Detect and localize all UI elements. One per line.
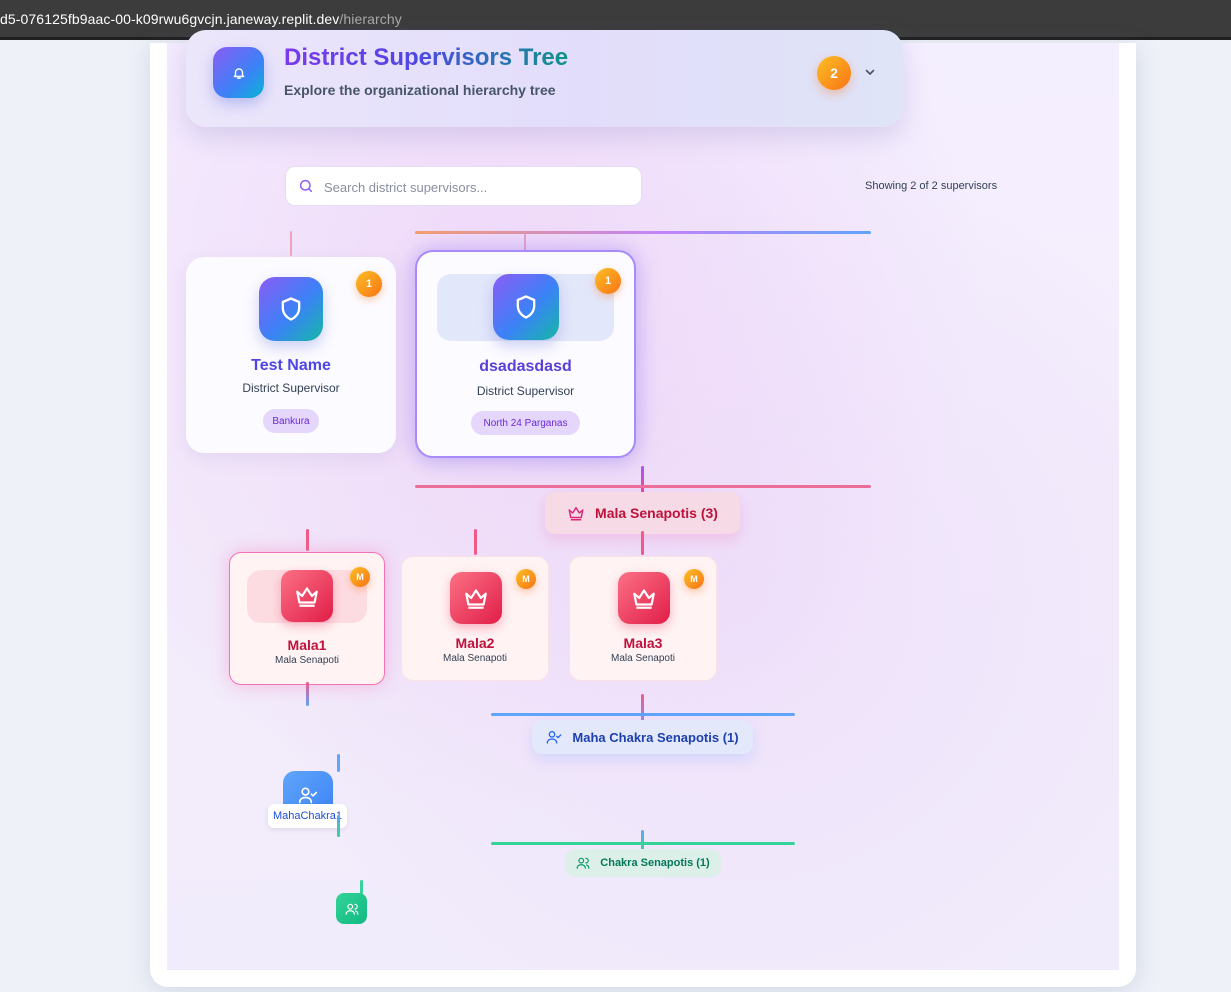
- shield-icon: [493, 274, 559, 340]
- supervisor-role: District Supervisor: [476, 384, 575, 398]
- page-subtitle: Explore the organizational hierarchy tre…: [284, 82, 556, 98]
- crown-icon: [450, 572, 502, 624]
- district-badge: North 24 Parganas: [471, 411, 580, 435]
- chevron-down-icon[interactable]: [864, 66, 876, 78]
- mala-role: Mala Senapoti: [611, 653, 675, 664]
- connector-line: [491, 713, 795, 716]
- crown-icon: [281, 570, 333, 622]
- mala-name: Mala1: [287, 637, 327, 653]
- supervisor-card[interactable]: 1 Test Name District Supervisor Bankura: [186, 257, 396, 453]
- results-count-text: Showing 2 of 2 supervisors: [865, 180, 998, 192]
- connector-line: [641, 466, 644, 494]
- search-box[interactable]: [285, 166, 642, 206]
- url-text[interactable]: d5-076125fb9aac-00-k09rwu6gvcjn.janeway.…: [0, 10, 402, 27]
- search-input[interactable]: [324, 176, 624, 198]
- mala-role: Mala Senapoti: [443, 653, 507, 664]
- mala-badge: M: [350, 567, 370, 587]
- connector-line: [306, 682, 309, 706]
- mala-badge: M: [516, 569, 536, 589]
- mala-group-text: Mala Senapotis (3): [595, 505, 718, 521]
- connector-line: [474, 529, 477, 555]
- mala-senapoti-card[interactable]: M Mala2 Mala Senapoti: [401, 556, 549, 681]
- crown-icon: [568, 507, 584, 521]
- maha-chakra-group-label[interactable]: Maha Chakra Senapotis (1): [532, 720, 753, 754]
- mala-role: Mala Senapoti: [275, 655, 339, 666]
- mala-senapoti-card[interactable]: M Mala3 Mala Senapoti: [569, 556, 717, 681]
- mala-name: Mala3: [623, 635, 663, 651]
- connector-line: [415, 231, 871, 234]
- mala-senapoti-card-selected[interactable]: M Mala1 Mala Senapoti: [229, 552, 385, 685]
- connector-line: [524, 234, 526, 252]
- chakra-group-text: Chakra Senapotis (1): [600, 857, 710, 869]
- connector-line: [641, 694, 644, 724]
- supervisor-card-selected[interactable]: 1 dsadasdasd District Supervisor North 2…: [415, 250, 636, 458]
- connector-line: [290, 231, 292, 256]
- children-count-badge: 1: [356, 271, 382, 297]
- users-icon: [576, 857, 590, 869]
- connector-line: [360, 880, 363, 894]
- supervisor-role: District Supervisor: [242, 381, 340, 395]
- page-title: District Supervisors Tree: [284, 44, 569, 71]
- mala-badge: M: [684, 569, 704, 589]
- connector-line: [641, 531, 644, 555]
- header-card: [186, 30, 903, 127]
- connector-line: [641, 830, 644, 852]
- bell-icon: [213, 47, 264, 98]
- maha-chakra-group-text: Maha Chakra Senapotis (1): [572, 729, 739, 745]
- mala-group-label[interactable]: Mala Senapotis (3): [545, 492, 740, 534]
- shield-icon: [259, 277, 323, 341]
- supervisor-name: Test Name: [251, 357, 331, 374]
- connector-line: [337, 754, 340, 772]
- search-icon: [299, 179, 313, 193]
- chakra-group-label[interactable]: Chakra Senapotis (1): [565, 849, 721, 877]
- crown-icon: [618, 572, 670, 624]
- children-count-badge: 1: [595, 268, 621, 294]
- supervisor-name: dsadasdasd: [479, 358, 572, 375]
- maha-chakra-name[interactable]: MahaChakra1: [268, 804, 347, 828]
- connector-line: [415, 485, 871, 488]
- connector-line: [491, 842, 795, 845]
- connector-line: [306, 529, 309, 551]
- user-check-icon: [547, 731, 562, 744]
- mala-name: Mala2: [455, 635, 495, 651]
- notification-count-badge[interactable]: 2: [817, 56, 851, 90]
- users-icon[interactable]: [336, 893, 367, 924]
- connector-line: [337, 815, 340, 837]
- district-badge: Bankura: [263, 409, 319, 433]
